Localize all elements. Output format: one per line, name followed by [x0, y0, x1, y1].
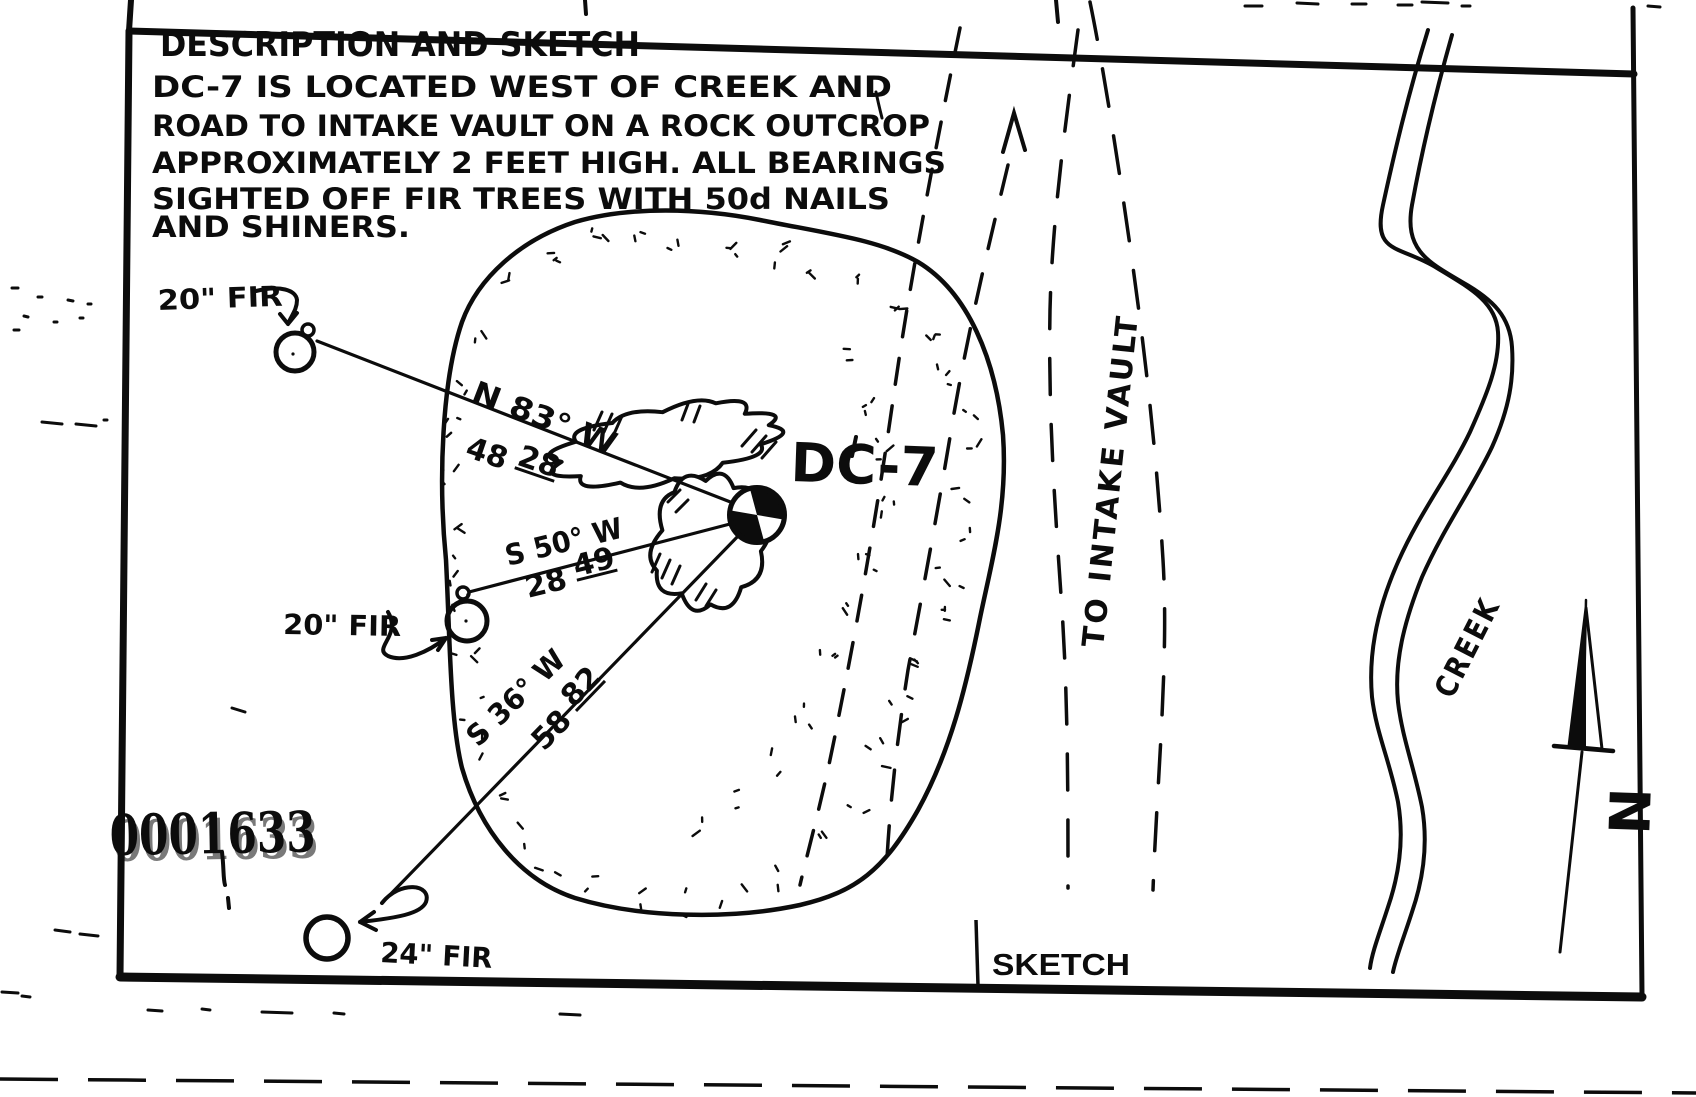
- road-direction-arrowhead: [1001, 105, 1027, 154]
- north-arrow-head-fill: [1569, 608, 1586, 747]
- rock-outcrop: [439, 208, 1007, 919]
- brush-cloud-upper: [547, 398, 786, 490]
- sketch-label-divider-tick: [974, 919, 980, 987]
- distance-frac: 28: [513, 439, 564, 486]
- bearing-labels: N 83° W 4828 S 50° W 2849 S 36° W 5882: [459, 375, 626, 758]
- bearing-lines: [315, 339, 744, 905]
- road-track-left: [798, 26, 962, 887]
- scan-noise: [0, 0, 1662, 1017]
- svg-text:0001633: 0001633: [109, 799, 316, 869]
- creek-label: CREEK: [1428, 592, 1508, 704]
- reference-trees: [254, 286, 490, 962]
- description-line: APPROXIMATELY 2 FEET HIGH. ALL BEARINGS: [152, 146, 946, 180]
- form-cell-divider-stub: [1054, 0, 1060, 24]
- creek-bank-left: [1368, 28, 1501, 970]
- description-line: DC-7 IS LOCATED WEST OF CREEK AND: [152, 70, 892, 104]
- rock-stipple-texture: [440, 227, 983, 919]
- tree-2-symbol: [381, 585, 490, 661]
- road-edge-right: [1088, 0, 1167, 892]
- north-arrow: [1551, 598, 1616, 954]
- tree-3-symbol: [303, 885, 429, 962]
- tree-1-label: 20" FIR: [157, 280, 283, 317]
- marker-white-wedge: [732, 490, 757, 515]
- description-line: ROAD TO INTAKE VAULT ON A ROCK OUTCROP: [152, 109, 930, 143]
- distance-whole: 48: [461, 430, 512, 477]
- bearing-line-3: [380, 530, 744, 905]
- creek: [1368, 28, 1515, 974]
- description-line: AND SHINERS.: [152, 210, 410, 244]
- description-block: DESCRIPTION AND SKETCH DC-7 IS LOCATED W…: [152, 25, 946, 244]
- tree-1-pointer-arrow: [254, 286, 300, 326]
- nail-marker: [300, 322, 316, 338]
- road-track-arrowline: [884, 163, 1010, 880]
- sketch-section-label: SKETCH: [992, 947, 1130, 982]
- stamp-ink-drip: [220, 850, 231, 910]
- tree-labels: 20" FIR 20" FIR 24" FIR: [157, 280, 493, 975]
- tree-1-symbol: [254, 286, 317, 374]
- tree-3-pointer-arrow: [358, 885, 429, 932]
- form-cell-divider-stub: [583, 0, 588, 16]
- road-edge-left: [1047, 28, 1080, 890]
- north-arrow-crossbar: [1551, 743, 1616, 754]
- distance-whole: 28: [521, 562, 570, 606]
- sketch-section: SKETCH: [974, 919, 1130, 987]
- svg-text:0001633: 0001633: [112, 805, 319, 875]
- survey-marker: [727, 485, 787, 545]
- description-line: SIGHTED OFF FIR TREES WITH 50d NAILS: [152, 182, 890, 216]
- stray-tick: [874, 90, 884, 120]
- scan-artifact-dashed-line: [0, 1077, 1696, 1095]
- section-title: DESCRIPTION AND SKETCH: [160, 25, 640, 65]
- bearing-line-2: [467, 522, 732, 594]
- tree-2-pointer-arrow: [381, 610, 448, 661]
- creek-bank-right: [1391, 33, 1515, 974]
- tree-2-label: 20" FIR: [283, 608, 402, 643]
- form-borders: [115, 0, 1647, 1002]
- station-label: DC-7: [790, 431, 940, 499]
- tree-3-label: 24" FIR: [380, 936, 494, 975]
- marker-white-wedge: [757, 515, 782, 540]
- nail-marker: [455, 585, 471, 601]
- stamp-number: 0001633 0001633: [109, 799, 319, 910]
- bearing-line-1: [315, 339, 735, 505]
- rock-outcrop-outline: [439, 208, 1007, 918]
- north-letter: N: [1594, 787, 1661, 836]
- brush-hatch-marks: [592, 402, 778, 608]
- dash-fragment-in-label: [850, 435, 858, 458]
- road-dashed-lines: [798, 0, 1167, 892]
- road-label: TO INTAKE VAULT: [1076, 312, 1146, 649]
